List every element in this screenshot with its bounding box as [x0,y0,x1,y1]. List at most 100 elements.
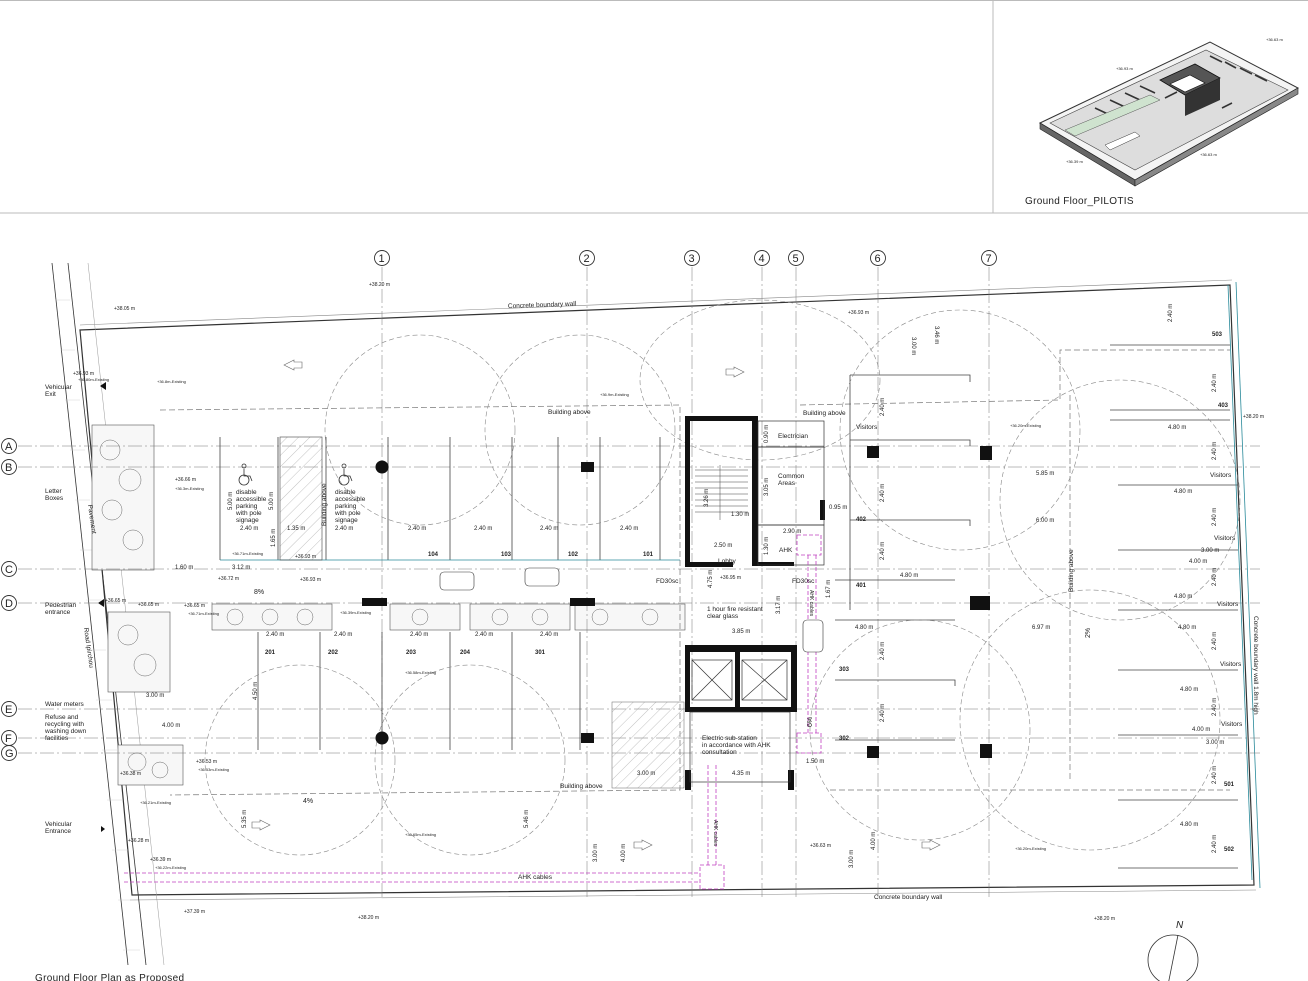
dim-240-e: 2.40 m [540,526,558,532]
existing-6: +36.58m-Existing [405,670,436,675]
dim-240-v14: 2.40 m [1212,835,1218,853]
existing-3: +36.9m-Existing [600,392,629,397]
existing-2: +36.8m-Existing [157,379,186,384]
existing-10: +36.22m-Existing [155,865,186,870]
dim-167: 1.67 m [826,580,832,598]
space-104: 104 [428,552,439,558]
dim-240-c: 2.40 m [408,526,426,532]
space-402: 402 [856,517,867,523]
visitors-2: Visitors [1210,472,1232,479]
columns [362,446,992,758]
ahk-cables-vertical-1: AHK cables [712,820,718,847]
dim-240-v5: 2.40 m [880,704,886,722]
dim-130-a: 1.30 m [731,512,749,518]
space-503: 503 [1212,332,1223,338]
existing-1: +36.80m-Existing [78,377,109,382]
lobby-label: Lobby [718,558,736,565]
pavement-label: Pavement [86,504,97,534]
dim-480-d: 4.80 m [1174,489,1192,495]
space-301: 301 [535,650,546,656]
level-3663: +36.63 m [810,843,831,849]
dim-326: 3.26 m [704,489,710,507]
visitors-4: Visitors [1217,601,1239,608]
dim-240-k: 2.40 m [540,632,558,638]
existing-7: +36.65m-Existing [405,832,436,837]
dim-435: 4.35 m [732,771,750,777]
level-3665-a: +36.65 m [105,598,126,604]
dim-500-a: 5.00 m [228,492,234,510]
grid-label-f: F [5,733,12,745]
dim-480-b: 4.80 m [855,625,873,631]
ahk-cables-label: AHK cables [518,874,553,881]
grid-label-6: 6 [875,253,881,265]
space-401: 401 [856,583,867,589]
dim-480-g: 4.80 m [1180,687,1198,693]
dim-475: 4.75 m [708,570,714,588]
level-3739: +37.39 m [184,909,205,915]
dim-240-v1: 2.40 m [880,398,886,416]
parking-bays-bottom [257,632,581,750]
existing-5: +36.20m-Existing [1010,423,1041,428]
dim-480-f: 4.80 m [1178,625,1196,631]
dim-300-g: 3.00 m [910,337,916,355]
dim-240-a: 2.40 m [240,526,258,532]
floor-plan: 1 2 3 4 5 6 7 A B C D E F G [1,250,1264,981]
plan-caption: Ground Floor Plan as Proposed [35,973,184,981]
level-3820-b: +38.20 m [358,915,379,921]
core-interior [689,420,825,783]
dim-300-d: 3.00 m [1206,740,1224,746]
dim-346: 3.46 m [933,326,939,344]
dim-240-v7: 2.40 m [1212,374,1218,392]
existing-14: +36.3m-Existing [175,486,204,491]
ahk-label: AHK [779,547,793,554]
level-3820-d: +38.20 m [1243,414,1264,420]
building-above-5: Building above [1068,549,1075,592]
dim-450: 4.50 m [253,682,259,700]
slope-8: 8% [254,589,264,596]
dim-240-b: 2.40 m [335,526,353,532]
dim-160: 1.60 m [175,565,193,571]
level-3693-b: +36.93 m [295,554,316,560]
slope-4: 4% [303,798,313,805]
water-meters: Water meters [45,701,85,708]
space-101: 101 [643,552,654,558]
dim-300-c: 3.00 m [1201,548,1219,554]
core-walls [685,416,825,790]
electrician-label: Electrician [778,433,808,440]
level-3666: +36.66 m [175,477,196,483]
dim-480-c: 4.80 m [1168,425,1186,431]
dim-535: 5.35 m [242,810,248,828]
dim-240-g: 2.40 m [266,632,284,638]
existing-4: +36.71m-Existing [232,551,263,556]
building-above-outline [159,349,1230,796]
grid-label-b: B [5,462,12,474]
car-icons [439,567,824,653]
dim-240-v4: 2.40 m [880,642,886,660]
dim-240-v11: 2.40 m [1212,632,1218,650]
grid-label-a: A [5,441,13,453]
dim-240-f: 2.40 m [620,526,638,532]
dim-480-e: 4.80 m [1174,594,1192,600]
road-label: Road Ipirchou [82,627,95,668]
building-above-4: Building above [321,483,328,526]
boundary-wall-top: Concrete boundary wall [508,301,577,310]
turning-circles [204,299,1241,856]
dim-400-c: 4.00 m [1192,727,1210,733]
plants [99,439,659,779]
space-201: 201 [265,650,276,656]
dim-095: 0.95 m [829,505,847,511]
dim-585: 5.85 m [1036,471,1054,477]
dim-240-v13: 2.40 m [1212,766,1218,784]
dim-500-b: 5.00 m [269,492,275,510]
site-boundary [79,279,1261,901]
north-arrow [1147,934,1199,981]
existing-12: +36.71m-Existing [188,611,219,616]
dim-300-b: 3.00 m [637,771,655,777]
fd30sc-1: FD30sc [656,578,679,585]
visitors-3: Visitors [1214,535,1236,542]
